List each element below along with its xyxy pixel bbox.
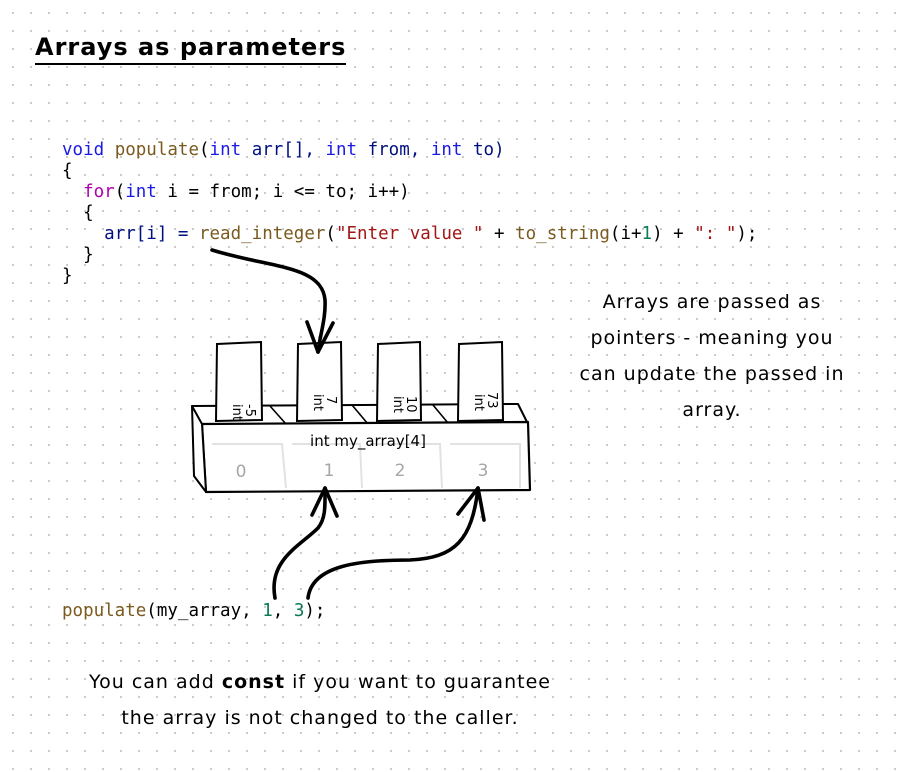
- code-line-6: }: [83, 245, 94, 265]
- code-token: arr[i] =: [104, 224, 199, 244]
- side-note: Arrays are passed as pointers - meaning …: [552, 284, 872, 428]
- element-type: int: [471, 394, 486, 411]
- array-element-3: 73 int: [456, 340, 505, 423]
- code-token: void: [62, 140, 105, 160]
- element-type: int: [390, 396, 405, 413]
- array-element-0: -5 int: [214, 340, 264, 423]
- code-token: +: [483, 224, 516, 244]
- code-line-4: {: [83, 203, 94, 223]
- array-index: 1: [324, 461, 335, 481]
- code-token: to): [462, 140, 505, 160]
- element-type: int: [310, 394, 325, 411]
- side-note-line: can update the passed in: [579, 363, 845, 385]
- code-token: populate: [62, 601, 147, 621]
- tray-slot-lines: [269, 404, 449, 425]
- arrow-from-arg-3: [306, 486, 480, 600]
- array-element-1: 7 int: [295, 340, 344, 423]
- code-block: void populate(int arr[], int from, int t…: [62, 140, 757, 287]
- side-note-line: pointers - meaning you: [590, 327, 834, 349]
- element-value: 73: [484, 392, 499, 409]
- code-token: from,: [357, 140, 431, 160]
- code-token: read_integer: [198, 224, 326, 244]
- code-token: populate: [114, 140, 199, 160]
- side-note-line: Arrays are passed as: [602, 291, 822, 313]
- arrow-arr-to-element: [210, 248, 327, 354]
- code-line-2: {: [62, 161, 73, 181]
- code-token: int: [209, 140, 242, 160]
- array-index: 3: [478, 461, 489, 481]
- code-token: int: [430, 140, 463, 160]
- code-token: ,: [272, 601, 294, 621]
- arrowhead: [456, 486, 486, 522]
- array-label: int my_array[4]: [310, 432, 426, 451]
- code-token: (: [325, 224, 336, 244]
- tray-left-side: [191, 405, 207, 493]
- arrow-from-arg-1: [272, 486, 327, 600]
- code-token: ": ": [694, 224, 737, 244]
- array-element-2: 10 int: [375, 340, 423, 423]
- bottom-note-line-1: You can add const if you want to guarant…: [40, 664, 600, 700]
- code-token: int: [325, 140, 358, 160]
- bottom-note-line-2: the array is not changed to the caller.: [121, 707, 519, 729]
- code-token: for: [83, 182, 115, 202]
- arrowhead: [310, 486, 339, 518]
- tray-compartments: [212, 443, 521, 489]
- element-type: int: [229, 404, 244, 421]
- bottom-note: You can add const if you want to guarant…: [40, 664, 600, 736]
- element-value: -5: [242, 404, 257, 417]
- array-index: 0: [236, 462, 247, 482]
- code-token: 3: [293, 601, 305, 621]
- const-keyword: const: [221, 671, 286, 693]
- array-index: 2: [395, 461, 406, 481]
- code-line-7: }: [62, 266, 73, 286]
- code-token: arr[],: [241, 140, 326, 160]
- code-token: i = from; i <= to; i++): [156, 182, 410, 202]
- arrowhead: [305, 320, 335, 354]
- code-token: 1: [641, 224, 653, 244]
- bottom-note-text: if you want to guarantee: [285, 671, 551, 693]
- page-title: Arrays as parameters: [35, 32, 347, 65]
- side-note-line: array.: [682, 399, 742, 421]
- call-line: populate(my_array, 1, 3);: [62, 601, 325, 622]
- code-line-1: void populate(int arr[], int from, int t…: [62, 140, 505, 160]
- code-token: (: [114, 182, 126, 202]
- code-token: (: [199, 140, 210, 160]
- element-value: 7: [323, 396, 338, 404]
- code-token: "Enter value ": [335, 224, 484, 244]
- code-line-5: arr[i] = read_integer("Enter value " + t…: [104, 224, 757, 244]
- code-token: to_string: [515, 224, 610, 244]
- code-token: );: [736, 224, 758, 244]
- code-token: ) +: [652, 224, 695, 244]
- code-token: 1: [262, 601, 273, 621]
- bottom-note-text: You can add: [89, 671, 222, 693]
- code-token: int: [125, 182, 157, 202]
- code-token: (i+: [609, 224, 642, 244]
- code-token: );: [304, 601, 326, 621]
- code-token: (my_array,: [146, 601, 263, 621]
- code-line-3: for(int i = from; i <= to; i++): [83, 182, 410, 202]
- element-value: 10: [403, 396, 418, 413]
